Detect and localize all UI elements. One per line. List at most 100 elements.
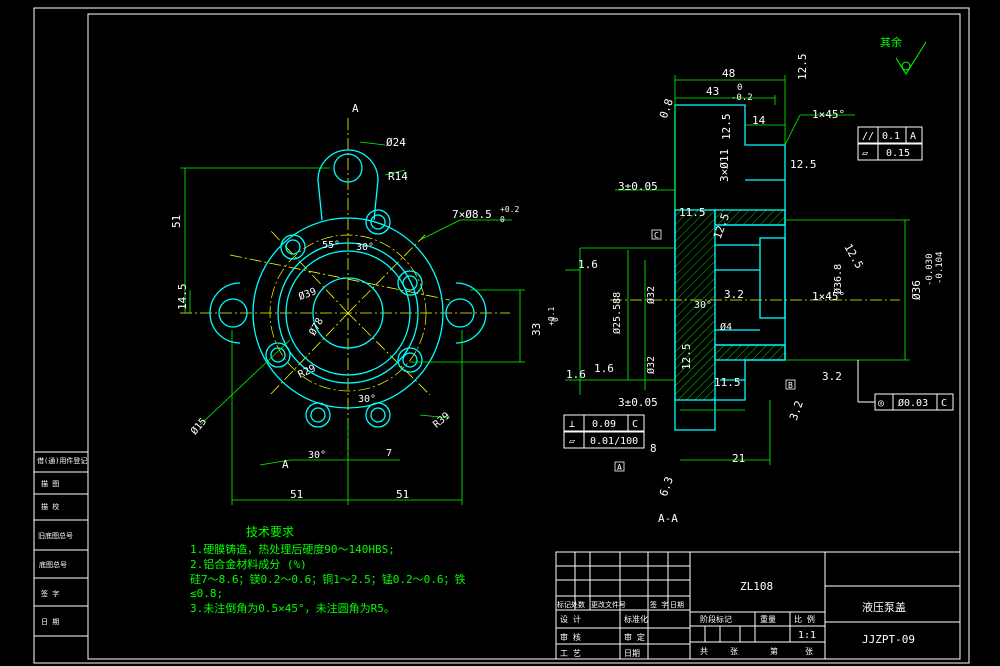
dim-d5-tol2: 0 [500,215,505,224]
outer-frame [33,7,970,664]
tech-line-0: 1.硬膜铸造，热处理后硬度90～140HBS; [190,542,395,556]
dim-s22: 1.6 [566,368,586,381]
dim-s15: Ø32 [645,286,657,304]
dim-d5: 7×Ø8.5 [452,208,492,221]
tech-line-1: 2.铝合金材料成分 (%) [190,557,307,571]
datum-b: B [788,381,793,390]
dim-s2-tol: 0 [737,83,742,93]
dim-d15: 7 [386,448,392,459]
datum-a: A [617,463,622,472]
dim-d13: Ø15 [188,416,209,438]
approve-label: 审 定 [624,632,645,642]
dim-s8: 3×Ø11 [718,149,731,182]
dim-s33: 12.5 [680,344,693,371]
dim-s1: 48 [722,67,735,80]
side-strip [33,451,89,637]
tol4-symbol: ◎ [878,398,884,409]
tech-line-2: 硅7～8.6；镁0.2～0.6；铜1～2.5；锰0.2～0.6；铁 [190,572,465,586]
tol4-datum: C [941,398,947,409]
dim-d18-tol2: 0 [551,317,560,322]
dim-s27: 3.2 [787,399,806,422]
dim-s28: 21 [732,452,745,465]
dim-d16: 51 [290,488,303,501]
dim-s31: Ø4 [720,321,732,333]
roughness-note: 其余 [880,35,902,49]
tol1-value: 0.15 [886,148,910,159]
dim-s29: 8 [650,442,657,455]
material: ZL108 [740,580,773,593]
standardize-label: 标准化 [624,614,648,624]
dim-s16: Ø32 [645,356,657,374]
dim-s11: 11.5 [679,206,706,219]
dim-d2: R14 [388,170,408,183]
dim-s32: 30° [694,300,712,311]
dim-d1: Ø24 [386,136,406,149]
tol4-value: Ø0.03 [898,397,928,409]
check-label: 审 核 [560,632,581,642]
drawing-number: JJZPT-09 [862,633,915,646]
side-row-6: 日 期 [41,618,59,626]
dim-d5-tol: +0.2 [500,205,519,214]
dim-s23: 1.6 [594,362,614,375]
dim-d9: Ø78 [307,316,326,338]
dim-s14: Ø25.588 [611,292,623,334]
process-label: 工 艺 [560,649,581,658]
roughness-symbol [895,41,927,75]
dim-s19: 1×45° [812,290,845,303]
side-row-5: 签 字 [41,589,59,598]
dim-s5: 1×45° [812,108,845,121]
dim-s18-tol: -0.030 [925,253,935,286]
front-view: A A Ø24 R14 51 14.5 7×Ø8.5 +0.2 0 55° 30… [170,102,560,505]
dim-s9: 3±0.05 [618,180,658,193]
dim-d3: 51 [170,215,183,228]
rev-col-1: 更改文件号 [591,600,626,609]
dim-s24: 3±0.05 [618,396,658,409]
title-block [555,551,961,660]
dim-d8: Ø39 [297,285,318,302]
tol3-value: 0.01/100 [590,436,638,447]
tol2-datum: C [632,419,638,430]
tech-requirements: 技术要求 1.硬膜铸造，热处理后硬度90～140HBS; 2.铝合金材料成分 (… [190,525,465,615]
design-label: 设 计 [560,614,581,624]
dim-s21: 12.5 [841,242,866,271]
dim-s17: Ø36.8 [832,264,844,294]
weight-label: 重量 [760,614,776,624]
side-strip-labels: 借(通)用件登记 描 图 描 校 旧底图总号 底图总号 签 字 日 期 [37,456,87,626]
dim-s13: 1.6 [578,258,598,271]
rev-col-0: 标记处数 [557,600,585,609]
dim-s10: 12.5 [790,158,817,171]
section-label-top: A [352,102,359,115]
sheet-no: 第 [770,646,778,656]
tech-heading: 技术要求 [246,525,294,539]
rev-col-2: 签 字 [650,600,668,609]
dim-s2-tol2: -0.2 [731,93,753,103]
dim-s4: 0.8 [657,97,676,120]
tol0-datum: A [910,131,916,142]
section-view-label: A-A [658,512,678,525]
part-name: 液压泵盖 [862,600,906,614]
sheet-label2: 张 [805,647,813,656]
dim-d7: 30° [356,242,374,253]
dim-s3: 12.5 [796,54,809,81]
dim-s2: 43 [706,85,719,98]
side-row-0: 借(通)用件登记 [37,456,87,465]
rev-col-3: 日期 [670,601,684,609]
side-row-1: 描 图 [41,479,59,488]
tech-line-3: ≤0.8; [190,587,223,600]
side-row-3: 旧底图总号 [38,531,73,540]
sheet-label: 张 [730,647,738,656]
tol2-value: 0.09 [592,419,616,430]
dim-d18: 33 [530,323,543,336]
dim-s26: 3.2 [822,370,842,383]
dim-s6: 14 [752,114,766,127]
inner-frame [87,13,961,660]
dim-s30: 6.3 [657,475,676,498]
section-view: A-A 48 43 0 -0.2 12.5 0.8 1×45° 14 12.5 … [563,35,954,525]
tol1-symbol: ▱ [862,148,868,159]
dim-s20: 3.2 [724,288,744,301]
dim-d4: 14.5 [176,284,189,311]
side-row-4: 底图总号 [39,560,67,569]
tech-line-4: 3.未注倒角为0.5×45°，未注圆角为R5。 [190,601,395,615]
